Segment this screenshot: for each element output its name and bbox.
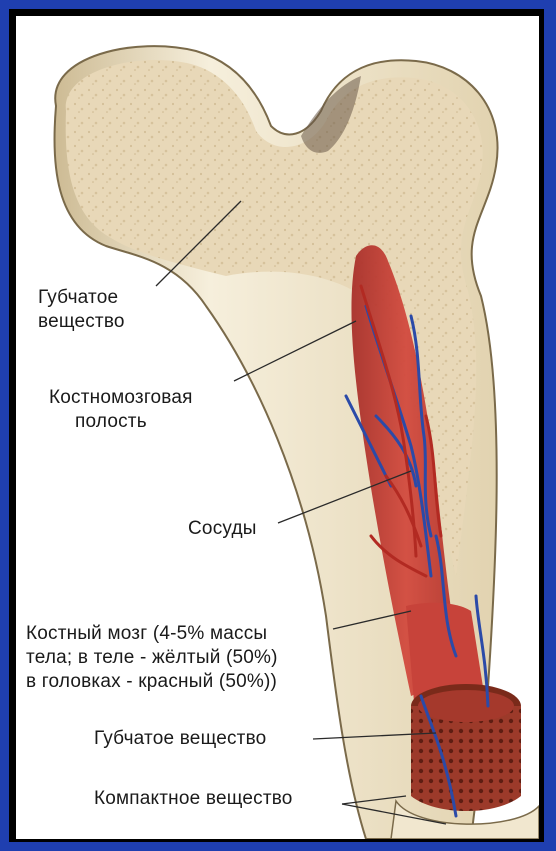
- label-compact-text: Компактное вещество: [94, 787, 293, 811]
- label-marrow-line3: в головках - красный (50%)): [26, 670, 278, 694]
- label-spongy-bottom-text: Губчатое вещество: [94, 727, 266, 751]
- label-marrow-line1: Костный мозг (4-5% массы: [26, 622, 278, 646]
- label-compact: Компактное вещество: [94, 787, 293, 811]
- label-vessels-text: Сосуды: [188, 517, 257, 541]
- label-cavity: Костномозговая полость: [49, 386, 193, 434]
- label-cavity-line2: полость: [49, 410, 193, 434]
- illustration-canvas: Губчатое вещество Костномозговая полость…: [16, 16, 539, 839]
- label-cavity-line1: Костномозговая: [49, 386, 193, 410]
- label-marrow: Костный мозг (4-5% массы тела; в теле - …: [26, 622, 278, 694]
- label-spongy-bottom: Губчатое вещество: [94, 727, 266, 751]
- cylinder-inner: [418, 690, 514, 722]
- label-spongy-top-line2: вещество: [38, 310, 125, 334]
- label-spongy-top-line1: Губчатое: [38, 286, 125, 310]
- label-spongy-top: Губчатое вещество: [38, 286, 125, 334]
- label-vessels: Сосуды: [188, 517, 257, 541]
- label-marrow-line2: тела; в теле - жёлтый (50%): [26, 646, 278, 670]
